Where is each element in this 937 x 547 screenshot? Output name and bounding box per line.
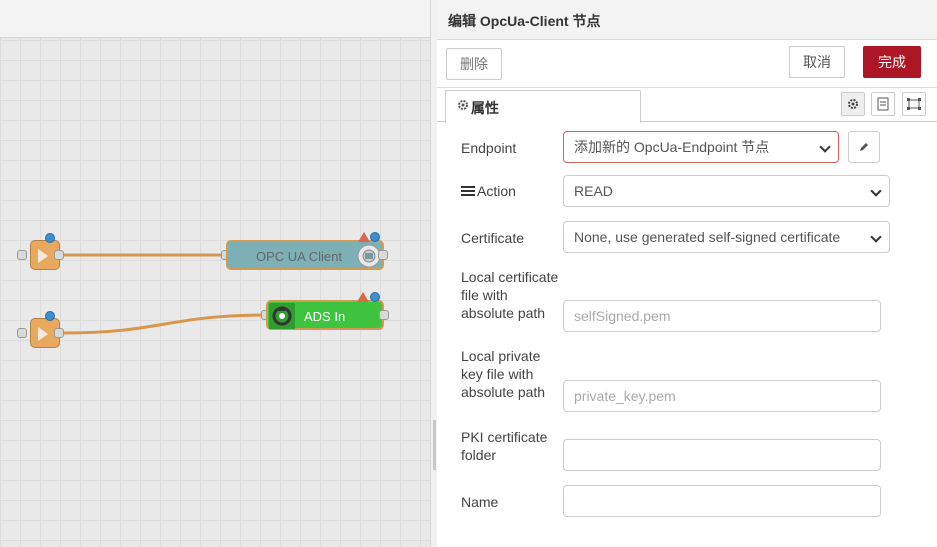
inject-node-1-output-port[interactable] (54, 250, 64, 260)
node-properties-tab-button[interactable] (841, 92, 865, 116)
done-button[interactable]: 完成 (863, 46, 921, 78)
action-select[interactable]: READ (563, 175, 890, 207)
pki-folder-input[interactable] (563, 439, 881, 471)
cancel-button[interactable]: 取消 (789, 46, 845, 78)
frame-icon (907, 98, 921, 110)
opcua-node-changed-icon (358, 232, 370, 242)
inject-node-2-status-dot (45, 311, 55, 321)
tab-properties-label: 属性 (471, 100, 499, 116)
local-private-key-label: Local private key file with absolute pat… (461, 347, 545, 401)
local-private-key-label-line: absolute path (461, 384, 546, 400)
certificate-label: Certificate (461, 230, 525, 246)
inject-node-1-status-dot (45, 233, 55, 243)
inject-arrow-icon (38, 249, 48, 263)
ads-node-label: ADS In (304, 309, 346, 324)
local-private-key-input[interactable]: private_key.pem (563, 380, 881, 412)
pencil-icon (860, 143, 868, 151)
opcua-node-status-dot (370, 232, 380, 242)
wire-inject2-ads (63, 313, 267, 335)
gear-icon (848, 99, 858, 109)
local-certificate-label-line: file with (461, 287, 508, 303)
flow-wires (63, 253, 267, 335)
ads-node-output-port[interactable] (379, 310, 389, 320)
local-certificate-placeholder: selfSigned.pem (574, 308, 671, 324)
opcua-node-label: OPC UA Client (256, 249, 342, 264)
local-private-key-label-line: key file with (461, 366, 534, 382)
inject-node-1[interactable] (30, 240, 60, 270)
local-private-key-label-line: Local private (461, 348, 541, 364)
name-input[interactable] (563, 485, 881, 517)
panel-toolbar: 删除 取消 完成 (437, 40, 937, 88)
panel-splitter[interactable] (430, 0, 437, 547)
edit-panel: 编辑 OpcUa-Client 节点 删除 取消 完成 属性 Endpoint … (437, 0, 937, 547)
panel-tab-bar: 属性 (437, 88, 937, 123)
panel-header: 编辑 OpcUa-Client 节点 (437, 0, 937, 40)
tab-properties[interactable]: 属性 (445, 90, 641, 123)
local-private-key-placeholder: private_key.pem (574, 388, 676, 404)
endpoint-select[interactable]: 添加新的 OpcUa-Endpoint 节点 (563, 131, 839, 163)
ads-node-status-dot (370, 292, 380, 302)
inject-node-1-input-port[interactable] (17, 250, 27, 260)
ads-in-node[interactable]: ADS In (266, 300, 384, 330)
endpoint-label: Endpoint (461, 140, 517, 156)
document-icon (877, 97, 889, 111)
inject-arrow-icon (38, 327, 48, 341)
certificate-select[interactable]: None, use generated self-signed certific… (563, 221, 890, 253)
inject-node-2-input-port[interactable] (17, 328, 27, 338)
pki-folder-label-line: PKI certificate (461, 429, 548, 445)
action-select-value: READ (574, 183, 613, 199)
workspace-tab-bar (0, 0, 430, 38)
node-description-tab-button[interactable] (871, 92, 895, 116)
certificate-select-value: None, use generated self-signed certific… (574, 229, 841, 245)
node-appearance-tab-button[interactable] (902, 92, 926, 116)
opcua-client-node[interactable]: OPC UA Client (226, 240, 384, 270)
ads-logo-icon (269, 303, 295, 329)
action-label: Action (477, 183, 516, 199)
edit-endpoint-button[interactable] (848, 131, 880, 163)
name-label: Name (461, 494, 499, 510)
flow-workspace[interactable]: OPC UA Client ADS In (0, 0, 430, 547)
splitter-grip[interactable] (433, 420, 436, 470)
inject-node-2-output-port[interactable] (54, 328, 64, 338)
list-icon (461, 186, 475, 196)
gear-icon (457, 99, 469, 114)
panel-title: 编辑 OpcUa-Client 节点 (448, 13, 601, 29)
opcua-node-output-port[interactable] (378, 250, 388, 260)
local-certificate-label-line: Local certificate (461, 269, 559, 285)
pki-folder-label: PKI certificate folder (461, 428, 547, 464)
ads-node-changed-icon (357, 292, 369, 302)
action-label-row: Action (461, 182, 516, 200)
endpoint-select-value: 添加新的 OpcUa-Endpoint 节点 (574, 139, 770, 155)
local-certificate-label: Local certificate file with absolute pat… (461, 268, 558, 322)
pki-folder-label-line: folder (461, 447, 497, 463)
local-certificate-input[interactable]: selfSigned.pem (563, 300, 881, 332)
delete-button[interactable]: 删除 (446, 48, 502, 80)
local-certificate-label-line: absolute path (461, 305, 546, 321)
